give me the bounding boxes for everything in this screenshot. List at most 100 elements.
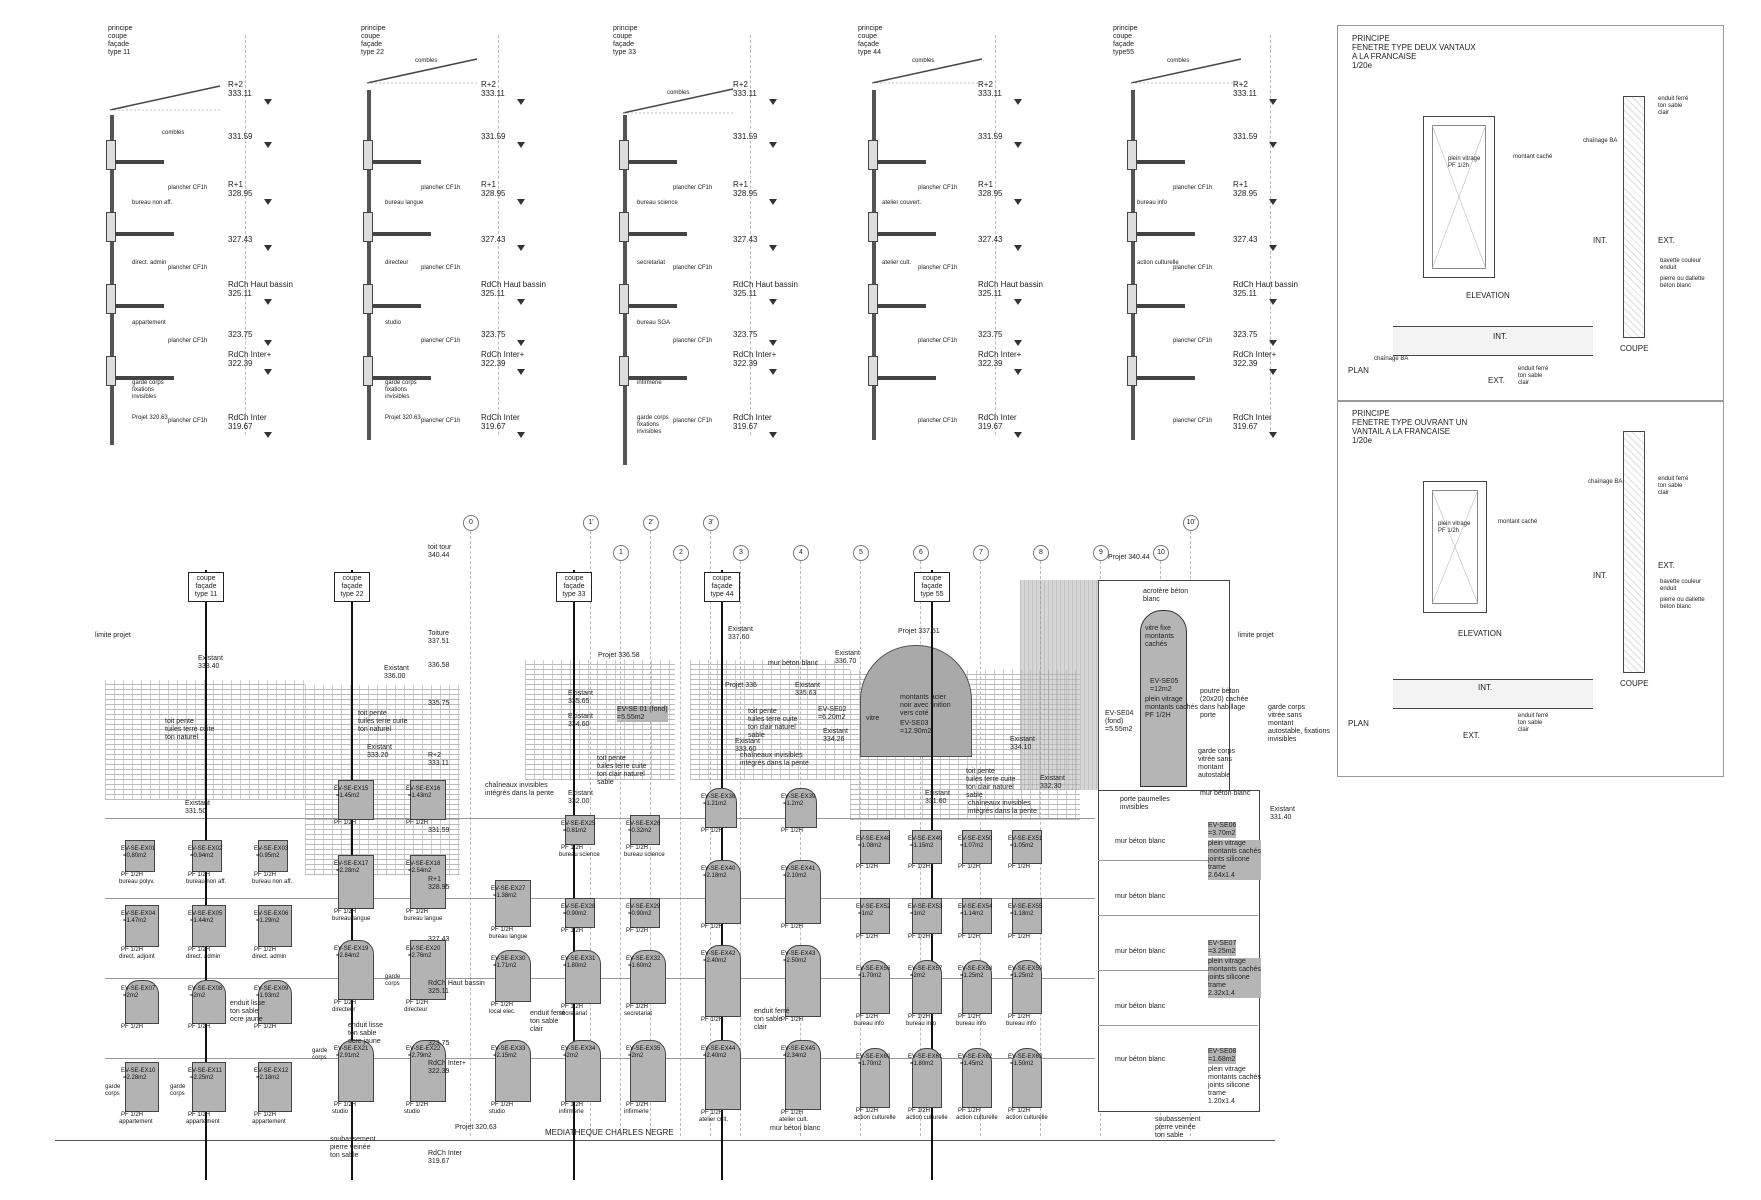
level-projet-340: Projet 340.44 [1108,554,1150,561]
window-room-label: appartement [119,1119,153,1125]
facade-window[interactable] [630,815,660,845]
section-tag-44[interactable]: coupe façade type 44 [704,572,740,602]
facade-window[interactable] [785,945,821,1017]
facade-window[interactable] [338,1040,374,1102]
facade-window[interactable] [1012,830,1042,864]
facade-window[interactable] [338,940,374,1000]
window-id-label: EV-SE-EX39 [781,794,816,800]
facade-window[interactable] [912,898,942,934]
facade-window[interactable] [258,905,292,947]
section-cut-line-33 [573,570,575,1180]
window-room-label: secretariat [624,1011,653,1017]
ev-se-07[interactable]: EV-SE07 =3.25m2 [1208,940,1237,956]
facade-window[interactable] [1012,960,1042,1014]
facade-window[interactable] [192,840,222,872]
window-id-label: EV-SE-EX02 [188,846,223,852]
facade-window[interactable] [912,1048,942,1108]
window-id-label: EV-SE-EX53 [908,904,943,910]
facade-window[interactable] [192,1062,226,1112]
facade-window[interactable] [565,950,601,1004]
facade-window[interactable] [125,1062,159,1112]
ev-se-02[interactable]: EV-SE02 =6.20m2 [818,706,847,721]
facade-window[interactable] [962,960,992,1014]
facade-window[interactable] [410,1040,446,1102]
facade-window[interactable] [705,788,737,828]
facade-window[interactable] [258,1062,292,1112]
window-id-label: EV-SE-EX38 [701,794,736,800]
facade-window[interactable] [410,940,446,1000]
facade-window[interactable] [860,1048,890,1108]
window-area-label: =2.84m2 [336,953,360,959]
section-room-label: secretariat [637,260,666,266]
facade-window[interactable] [785,860,821,924]
facade-window[interactable] [912,830,942,864]
section-tag-33[interactable]: coupe façade type 33 [556,572,592,602]
window-room-label: secretariat [559,1011,588,1017]
facade-window[interactable] [1012,1048,1042,1108]
facade-window[interactable] [495,1040,531,1102]
level-335-75: 335.75 [428,700,450,707]
facade-window[interactable] [192,980,226,1024]
plancher-label: plancher CF1h [1173,265,1213,271]
int-label: INT. [1478,683,1493,692]
facade-window[interactable] [410,855,446,909]
facade-window[interactable] [125,840,155,872]
window-id-label: EV-SE-EX58 [958,966,993,972]
ev-se-05[interactable]: EV-SE05 =12m2 [1150,678,1179,693]
window-area-label: =1.14m2 [960,911,984,917]
facade-window[interactable] [785,788,817,828]
ev-se-01[interactable]: EV-SE 01 (fond) =5.55m2 [617,706,668,722]
facade-window[interactable] [962,1048,992,1108]
facade-window[interactable] [630,898,660,928]
level-mark: RdCh Inter 319.67 [733,413,772,431]
facade-window[interactable] [785,1040,821,1110]
level-triangle [264,432,272,438]
facade-window[interactable] [630,1040,666,1102]
facade-window[interactable] [258,840,288,872]
facade-window[interactable] [495,880,531,927]
facade-window[interactable] [125,905,159,947]
facade-window[interactable] [565,1040,601,1102]
facade-window[interactable] [860,960,890,1014]
ev-se-08[interactable]: EV-SE08 =1.68m2 [1208,1048,1237,1064]
facade-window[interactable] [258,980,292,1024]
facade-window[interactable] [912,960,942,1014]
window-pf-label: PF 1/2H [254,1112,277,1118]
level-triangle [517,369,525,375]
ev-se-06[interactable]: EV-SE06 =3.70m2 [1208,822,1237,838]
facade-window[interactable] [962,830,992,864]
level-toiture: Toiture 337.51 [428,630,450,645]
facade-window[interactable] [410,780,446,820]
level-toit-tour: toit tour 340.44 [428,544,452,559]
facade-window[interactable] [338,780,374,820]
facade-window[interactable] [1012,898,1042,934]
window-id-label: EV-SE-EX41 [781,866,816,872]
facade-window[interactable] [860,898,890,934]
roof-slope [871,55,992,90]
facade-window[interactable] [705,945,741,1017]
floor-slab [627,376,687,380]
facade-window[interactable] [565,898,595,928]
facade-window[interactable] [860,830,890,864]
facade-window[interactable] [192,905,226,947]
section-title: principe coupe façade type 33 [613,25,638,56]
section-tag-55[interactable]: coupe façade type 55 [914,572,950,602]
note-soubassement-left: soubassement pierre veinée ton sable [330,1136,376,1159]
section-tag-22[interactable]: coupe façade type 22 [334,572,370,602]
section-tag-11[interactable]: coupe façade type 11 [188,572,224,602]
facade-window[interactable] [495,950,531,1002]
facade-window[interactable] [125,980,159,1024]
window-pf-label: PF 1/2H [121,872,144,878]
coupe-label: COUPE [1620,679,1649,688]
facade-window[interactable] [565,815,595,845]
ext-label: EXT. [1488,376,1505,385]
facade-window[interactable] [338,855,374,909]
facade-window[interactable] [962,898,992,934]
ev-se-03[interactable]: EV-SE03 =12.90m2 [900,720,932,735]
facade-window[interactable] [630,950,666,1004]
facade-window[interactable] [705,1040,741,1110]
ev-se-04[interactable]: EV-SE04 (fond) =5.55m2 [1105,710,1134,733]
facade-window[interactable] [705,860,741,924]
level-triangle [1014,99,1022,105]
